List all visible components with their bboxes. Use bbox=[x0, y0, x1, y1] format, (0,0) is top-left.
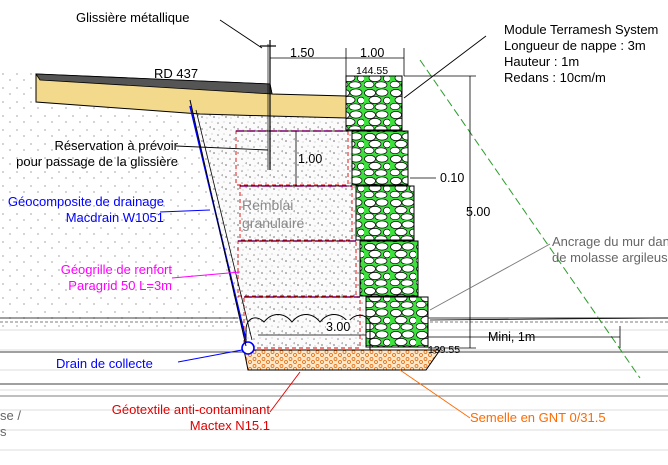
dim-1-00-mid: 1.00 bbox=[298, 152, 323, 166]
label-geogrille: Géogrille de renfort Paragrid 50 L=3m bbox=[0, 262, 172, 294]
gabion-module bbox=[351, 130, 409, 186]
module-line-4: Redans : 10cm/m bbox=[504, 70, 606, 85]
label-semelle: Semelle en GNT 0/31.5 bbox=[470, 410, 606, 425]
geocomposite-line-1: Géocomposite de drainage bbox=[7, 194, 164, 209]
label-module: Module Terramesh System Longueur de napp… bbox=[504, 22, 658, 86]
label-geotextile: Géotextile anti-contaminant Mactex N15.1 bbox=[0, 402, 270, 434]
slope-line bbox=[419, 59, 641, 379]
dimension-lines bbox=[258, 48, 621, 349]
module-line-3: Hauteur : 1m bbox=[504, 54, 580, 69]
dim-3-00: 3.00 bbox=[326, 320, 351, 334]
label-remblai: Remblai granulaire bbox=[242, 196, 304, 232]
label-left-cut: se / s bbox=[0, 408, 21, 440]
geogrille-line-2: Paragrid 50 L=3m bbox=[68, 278, 172, 293]
granular-backfill bbox=[190, 100, 366, 348]
terramesh-modules bbox=[345, 75, 429, 348]
label-glissiere: Glissière métallique bbox=[76, 10, 190, 25]
reservation-line-2: pour passage de la glissière bbox=[16, 154, 178, 169]
dim-1-00-top: 1.00 bbox=[360, 46, 385, 60]
gabion-module bbox=[355, 185, 415, 241]
elev-bot: 139.55 bbox=[428, 344, 461, 356]
geotextile-line-1: Géotextile anti-contaminant bbox=[111, 402, 270, 417]
leader-lines bbox=[159, 19, 551, 419]
collection-drain bbox=[241, 341, 255, 355]
module-line-1: Module Terramesh System bbox=[504, 22, 659, 37]
dim-1-50: 1.50 bbox=[290, 46, 315, 60]
geotextile-line-2: Mactex N15.1 bbox=[189, 418, 270, 433]
footing-semelle bbox=[243, 349, 441, 371]
remblai-line-1: Remblai bbox=[242, 197, 294, 213]
geogrille-line-1: Géogrille de renfort bbox=[60, 262, 172, 277]
road-surface bbox=[35, 73, 273, 95]
gabion-module bbox=[345, 75, 403, 131]
gabion-module bbox=[359, 240, 419, 297]
remblai-line-2: granulaire bbox=[242, 215, 305, 231]
natural-soil-upper bbox=[0, 70, 245, 330]
label-drain: Drain de collecte bbox=[56, 356, 153, 371]
left-cut-line-1: se / bbox=[0, 408, 21, 423]
ancrage-line-1: Ancrage du mur dans bbox=[552, 234, 668, 249]
dim-0-10: 0.10 bbox=[440, 171, 465, 185]
module-line-2: Longueur de nappe : 3m bbox=[504, 38, 646, 53]
dim-mini: Mini, 1m bbox=[488, 330, 536, 344]
reservation-line-1: Réservation à prévoir bbox=[54, 138, 178, 153]
gabion-module bbox=[365, 296, 429, 348]
label-reservation: Réservation à prévoir pour passage de la… bbox=[0, 138, 178, 170]
geocomposite-line-2: Macdrain W1051 bbox=[65, 210, 164, 225]
label-ancrage: Ancrage du mur dans de molasse argileuse bbox=[552, 234, 668, 266]
label-geocomposite: Géocomposite de drainage Macdrain W1051 bbox=[0, 194, 164, 226]
label-rd: RD 437 bbox=[154, 66, 199, 81]
guardrail bbox=[260, 40, 276, 170]
dim-5-00: 5.00 bbox=[466, 205, 491, 219]
ancrage-line-2: de molasse argileuse bbox=[552, 250, 668, 265]
elev-top: 144.55 bbox=[356, 65, 389, 77]
left-cut-line-2: s bbox=[0, 424, 7, 439]
